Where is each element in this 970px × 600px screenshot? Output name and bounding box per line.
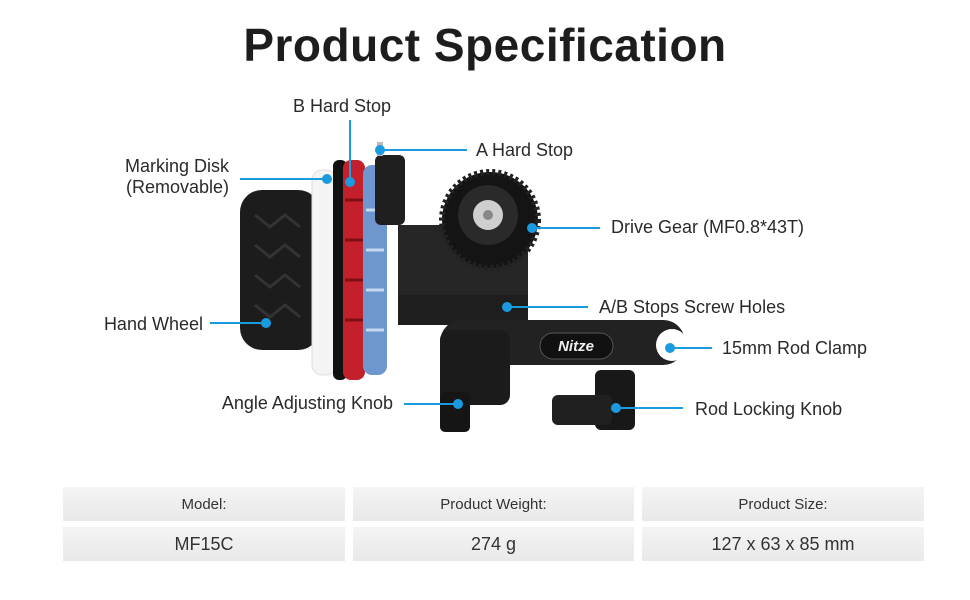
- spec-value-weight: 274 g: [353, 527, 634, 561]
- label-hand-wheel: Hand Wheel: [103, 314, 203, 334]
- spec-value-model: MF15C: [63, 527, 345, 561]
- spec-header-weight: Product Weight:: [353, 487, 634, 521]
- brand-logo: Nitze: [558, 338, 594, 355]
- label-angle-knob: Angle Adjusting Knob: [221, 393, 393, 413]
- label-ab-stops: A/B Stops Screw Holes: [599, 297, 786, 317]
- page-title: Product Specification: [243, 19, 727, 71]
- label-drive-gear: Drive Gear (MF0.8*43T): [611, 217, 805, 237]
- label-rod-clamp: 15mm Rod Clamp: [722, 338, 868, 358]
- spec-header-model: Model:: [63, 487, 345, 521]
- spec-header-size: Product Size:: [642, 487, 924, 521]
- label-marking-disk: Marking Disk: [124, 156, 229, 176]
- callout-lines: [210, 120, 712, 413]
- label-a-hard-stop: A Hard Stop: [476, 140, 574, 160]
- follow-focus-device: Nitze: [240, 142, 688, 432]
- label-rod-knob: Rod Locking Knob: [695, 399, 843, 419]
- label-marking-disk-note: (Removable): [125, 177, 229, 197]
- spec-value-size: 127 x 63 x 85 mm: [642, 527, 924, 561]
- label-b-hard-stop: B Hard Stop: [293, 96, 392, 116]
